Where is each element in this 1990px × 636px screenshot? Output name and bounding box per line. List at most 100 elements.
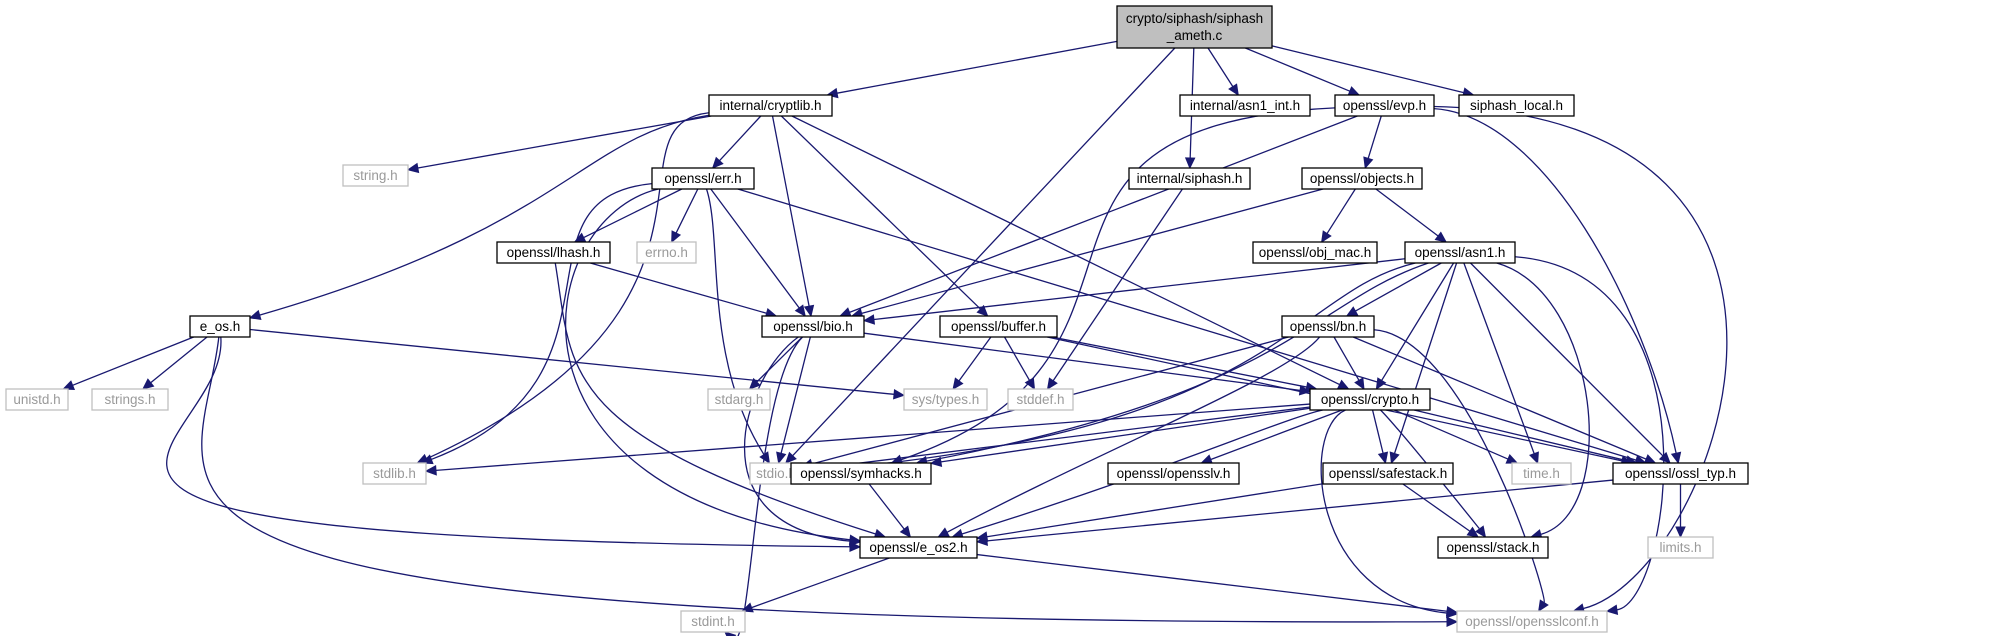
arrowhead-icon	[937, 527, 950, 538]
arrowhead-icon	[1184, 157, 1196, 170]
arrowhead-icon	[248, 309, 262, 321]
node-symhacks[interactable]: openssl/symhacks.h	[790, 462, 932, 485]
edge-line	[986, 479, 1614, 542]
node-asn1[interactable]: openssl/asn1.h	[1404, 241, 1516, 264]
edge-line	[1051, 336, 1307, 388]
node-label: openssl/e_os2.h	[869, 540, 967, 555]
arrowhead-icon	[1347, 86, 1361, 96]
node-box	[1456, 610, 1608, 633]
node-string: string.h	[342, 164, 409, 187]
node-opensslv[interactable]: openssl/opensslv.h	[1107, 462, 1240, 485]
node-box	[1107, 462, 1240, 485]
edge-line	[873, 258, 1406, 321]
node-cryptlib[interactable]: internal/cryptlib.h	[708, 94, 833, 117]
node-box	[1128, 167, 1251, 190]
edge-bn-to-opensslconf	[1373, 329, 1549, 613]
edge-asn1-to-bn	[1345, 262, 1442, 317]
edge-buffer-to-stddef	[1003, 336, 1036, 391]
edge-line	[1207, 47, 1234, 87]
edge-lhash-to-bio	[590, 262, 778, 319]
edge-root-to-cryptlib	[826, 40, 1118, 99]
edge-objects-to-asn1	[1375, 188, 1448, 243]
graph-nodes: crypto/siphash/siphash _ameth.c internal/c…	[5, 5, 1749, 633]
node-box	[189, 315, 251, 338]
node-box	[1511, 462, 1572, 485]
arrowhead-icon	[929, 456, 943, 468]
node-label: _ameth.c	[1166, 28, 1223, 43]
edge-err-to-bio	[710, 188, 806, 317]
node-objects[interactable]: openssl/objects.h	[1301, 167, 1423, 190]
edge-line	[771, 115, 810, 307]
node-label: stdio.h	[756, 466, 796, 481]
arrowhead-icon	[1605, 604, 1619, 615]
node-isiphash[interactable]: internal/siphash.h	[1128, 167, 1251, 190]
node-crypto[interactable]: openssl/crypto.h	[1309, 388, 1431, 411]
arrowhead-icon	[1321, 230, 1332, 244]
edge-line	[1373, 329, 1545, 603]
node-box	[342, 164, 409, 187]
node-box	[859, 536, 978, 559]
edge-e_os2-to-stdint	[741, 557, 890, 613]
node-e_os[interactable]: e_os.h	[189, 315, 251, 338]
arrowhead-icon	[1377, 451, 1389, 465]
edge-line	[849, 115, 1358, 313]
edge-line	[868, 483, 905, 530]
node-label: strings.h	[104, 392, 155, 407]
node-stack[interactable]: openssl/stack.h	[1437, 536, 1549, 559]
node-siphash_local[interactable]: siphash_local.h	[1458, 94, 1575, 117]
edge-line	[756, 336, 803, 383]
node-root[interactable]: crypto/siphash/siphash _ameth.c	[1116, 5, 1273, 49]
arrowhead-icon	[1670, 451, 1682, 465]
edge-asn1-to-ossl_typ	[1470, 262, 1671, 464]
node-err[interactable]: openssl/err.h	[651, 167, 755, 190]
node-label: unistd.h	[13, 392, 60, 407]
arrowhead-icon	[406, 162, 420, 174]
node-label: stdlib.h	[373, 466, 416, 481]
edge-err-to-stdio	[705, 188, 770, 465]
edge-line	[590, 262, 767, 314]
edge-line	[811, 262, 1416, 472]
arrowhead-icon	[1363, 156, 1374, 170]
node-buffer[interactable]: openssl/buffer.h	[939, 315, 1058, 338]
arrowhead-icon	[1375, 377, 1387, 391]
edge-isiphash-to-stddef	[1046, 188, 1183, 391]
node-label: openssl/opensslv.h	[1117, 466, 1231, 481]
edge-line	[1470, 262, 1664, 457]
arrowhead-icon	[1643, 454, 1657, 464]
edge-line	[926, 262, 1429, 462]
arrowhead-icon	[711, 156, 724, 169]
edge-line	[1402, 483, 1471, 532]
arrowhead-icon	[1538, 599, 1549, 613]
node-obj_mac[interactable]: openssl/obj_mac.h	[1252, 241, 1378, 264]
node-label: openssl/safestack.h	[1329, 466, 1448, 481]
edge-line	[1210, 409, 1343, 461]
arrowhead-icon	[1046, 377, 1058, 391]
edge-root-to-asn1_int	[1207, 47, 1239, 97]
node-label: crypto/siphash/siphash	[1126, 11, 1263, 26]
node-label: openssl/objects.h	[1310, 171, 1414, 186]
node-evp[interactable]: openssl/evp.h	[1334, 94, 1435, 117]
edge-line	[150, 336, 208, 384]
edge-line	[166, 336, 851, 548]
edge-line	[1333, 336, 1360, 381]
edge-line	[986, 483, 1324, 538]
arrowhead-icon	[1445, 605, 1459, 617]
edge-line	[705, 188, 765, 455]
node-safestack[interactable]: openssl/safestack.h	[1322, 462, 1454, 485]
node-bio[interactable]: openssl/bio.h	[761, 315, 865, 338]
node-lhash[interactable]: openssl/lhash.h	[496, 241, 611, 264]
edge-line	[1375, 188, 1439, 237]
node-bn[interactable]: openssl/bn.h	[1281, 315, 1375, 338]
node-systypes: sys/types.h	[903, 388, 988, 411]
arrowhead-icon	[420, 454, 434, 465]
node-e_os2[interactable]: openssl/e_os2.h	[859, 536, 978, 559]
node-asn1_int[interactable]: internal/asn1_int.h	[1179, 94, 1311, 117]
edge-cryptlib-to-stdlib	[416, 112, 710, 464]
edge-line	[836, 40, 1118, 94]
node-errno: errno.h	[636, 241, 697, 264]
edge-ossl_typ-to-limits	[1675, 484, 1686, 539]
node-ossl_typ[interactable]: openssl/ossl_typ.h	[1612, 462, 1749, 485]
node-label: openssl/buffer.h	[951, 319, 1046, 334]
edge-line	[417, 115, 712, 169]
edge-asn1-to-stack	[1496, 262, 1590, 540]
